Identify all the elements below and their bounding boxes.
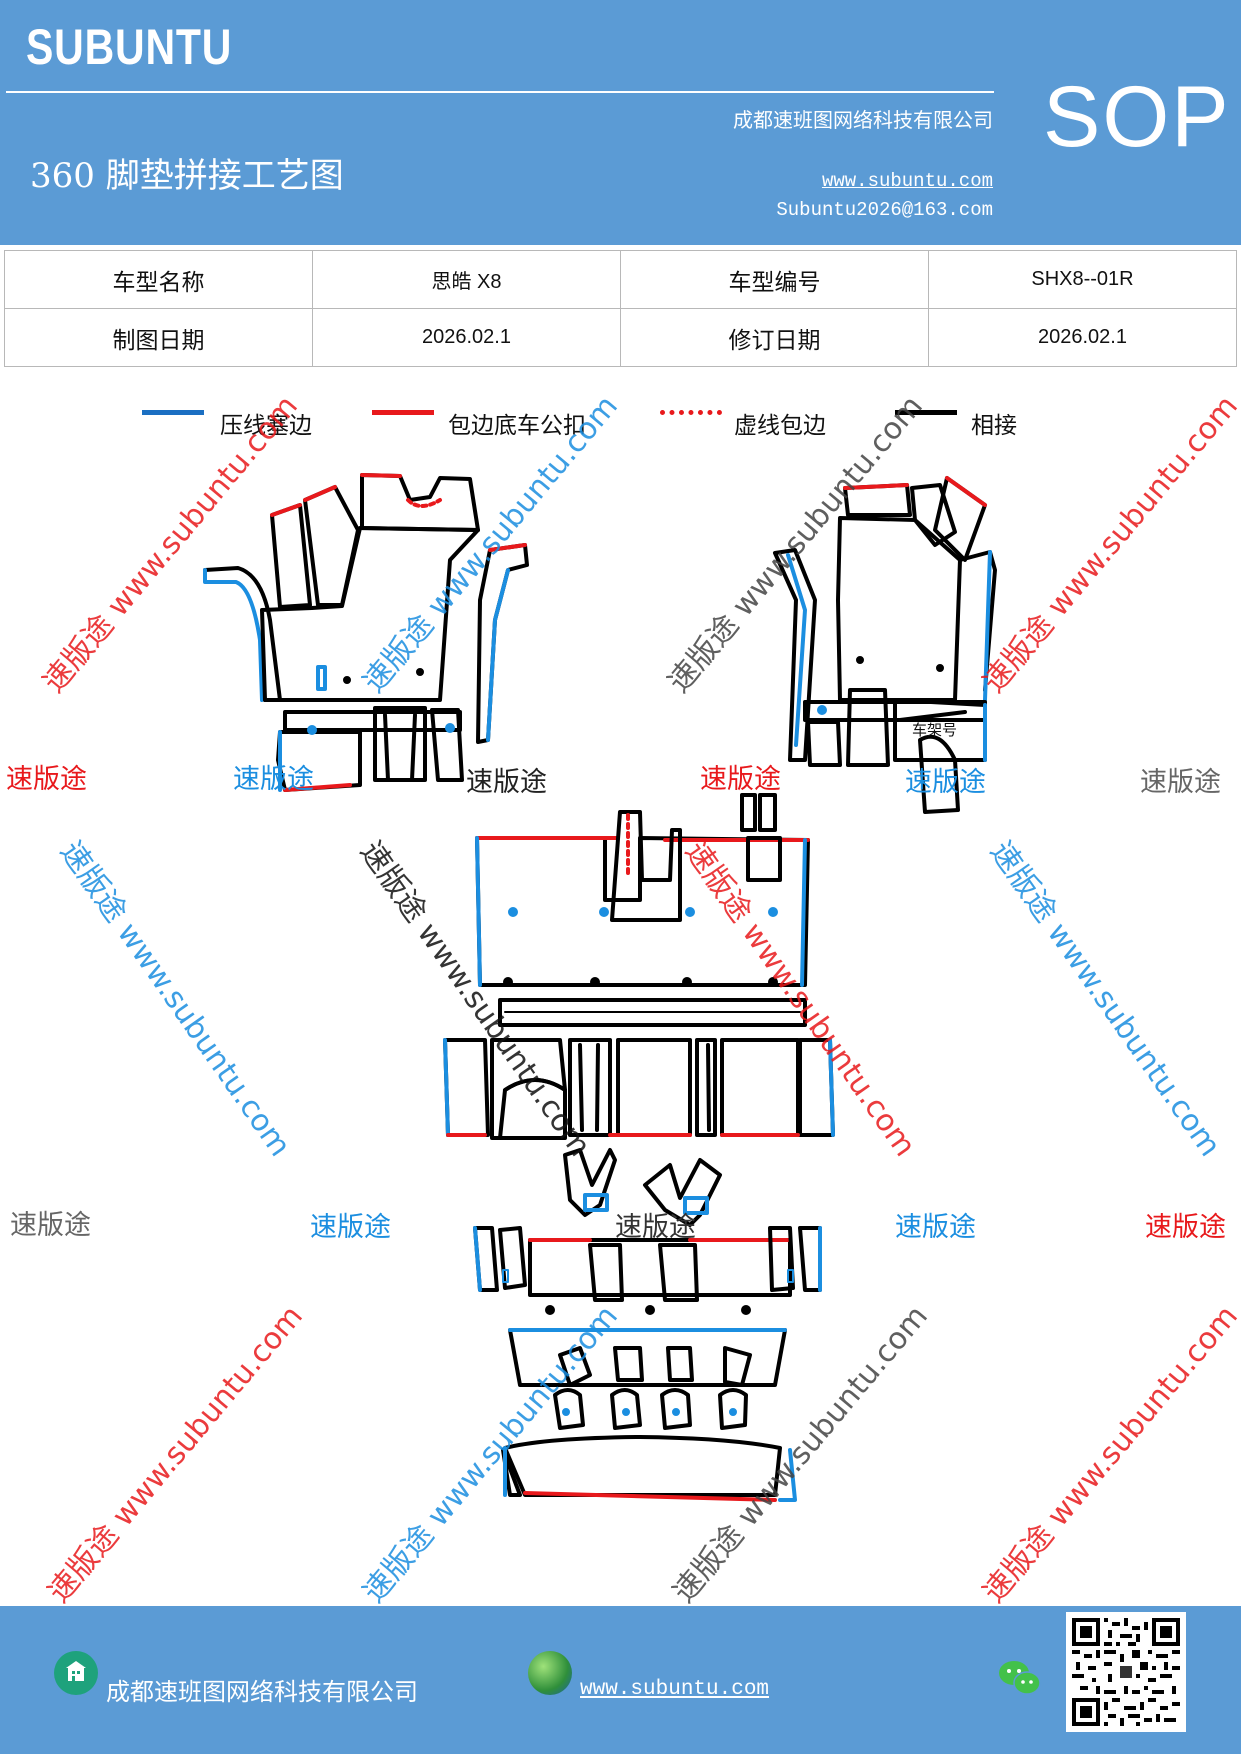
table-row: 车型名称 思皓 X8 车型编号 SHX8--01R (4, 250, 1237, 309)
model-code-value: SHX8--01R (928, 250, 1237, 309)
globe-icon (528, 1651, 572, 1695)
company-icon (54, 1651, 98, 1695)
model-name-value: 思皓 X8 (312, 250, 621, 309)
watermark: 速版途 (466, 767, 547, 798)
header-banner: SUBUNTU 成都速班图网络科技有限公司 360 脚垫拼接工艺图 www.su… (0, 0, 1241, 245)
watermark: 速版途 (310, 1212, 391, 1243)
header-divider (6, 91, 994, 93)
watermark: 速版途 (6, 764, 87, 795)
footer-company-name: 成都速班图网络科技有限公司 (106, 1678, 418, 1706)
model-code-label: 车型编号 (620, 250, 929, 309)
driver-mat-group (203, 473, 529, 792)
driver-sill-outer (203, 566, 282, 702)
company-name: 成都速班图网络科技有限公司 (733, 108, 993, 132)
legend-swatch (895, 410, 957, 415)
website-link[interactable]: www.subuntu.com (821, 170, 993, 192)
model-name-label: 车型名称 (4, 250, 313, 309)
qr-code[interactable] (1066, 1612, 1186, 1732)
brand-logo: SUBUNTU (26, 19, 233, 75)
vin-label: 车架号 (912, 721, 957, 739)
email-address: Subuntu2026@163.com (776, 199, 993, 221)
footer-website-link[interactable]: www.subuntu.com (580, 1678, 770, 1701)
legend-label: 包边底车公扣 (448, 413, 586, 439)
legend-swatch (660, 410, 722, 415)
footer-banner: 成都速班图网络科技有限公司 www.subuntu.com (0, 1606, 1241, 1754)
vehicle-info-table: 车型名称 思皓 X8 车型编号 SHX8--01R 制图日期 2026.02.1… (4, 250, 1237, 367)
draw-date-value: 2026.02.1 (312, 308, 621, 367)
sop-badge: SOP (1043, 69, 1231, 165)
watermark: 速版途 (615, 1212, 696, 1243)
table-row: 制图日期 2026.02.1 修订日期 2026.02.1 (4, 308, 1237, 367)
watermark: 速版途 (1140, 767, 1221, 798)
revision-date-label: 修订日期 (620, 308, 929, 367)
legend-label: 压线塞边 (220, 413, 312, 439)
watermark: 速版途 (233, 764, 314, 795)
legend-swatch (142, 410, 204, 415)
line-legend: 压线塞边 包边底车公扣 虚线包边 相接 (0, 402, 1241, 442)
middle-mat-group (443, 793, 835, 1140)
legend-swatch (372, 410, 434, 415)
driver-sill-blue (203, 568, 264, 702)
rear-mat-group (473, 1148, 822, 1502)
legend-label: 相接 (971, 413, 1017, 439)
wechat-icon[interactable] (996, 1656, 1044, 1700)
watermark: 速版途 (1145, 1212, 1226, 1243)
revision-date-value: 2026.02.1 (928, 308, 1237, 367)
watermark: 速版途 (10, 1210, 91, 1241)
legend-label: 虚线包边 (734, 413, 826, 439)
draw-date-label: 制图日期 (4, 308, 313, 367)
watermark: 速版途 (905, 767, 986, 798)
floor-mat-drawing: 车架号 (203, 473, 997, 1502)
watermark: 速版途 (700, 764, 781, 795)
document-title: 360 脚垫拼接工艺图 (30, 156, 344, 196)
watermark: 速版途 (895, 1212, 976, 1243)
passenger-mat-group (773, 476, 997, 814)
